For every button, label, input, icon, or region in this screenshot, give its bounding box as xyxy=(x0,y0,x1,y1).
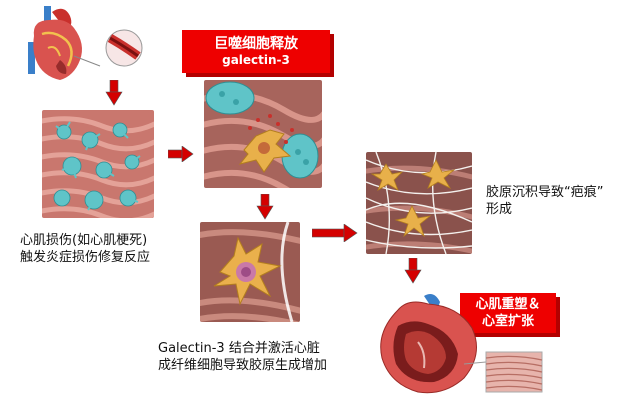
caption-injury-line2: 触发炎症损伤修复反应 xyxy=(20,250,151,265)
remodeling-line2: 心室扩张 xyxy=(481,314,534,329)
caption-galectin: Galectin-3 结合并激活心脏 成纤维细胞导致胶原生成增加 xyxy=(158,340,327,374)
macrophage-release-box: 巨噬细胞释放 galectin-3 xyxy=(182,30,330,73)
coronary-vessel xyxy=(41,31,73,67)
caption-injury-line1: 心肌损伤(如心肌梗死) xyxy=(20,233,148,248)
arrow-collagen-to-remodel xyxy=(404,257,422,288)
arrow-macrophage-to-fibroblast xyxy=(256,193,274,224)
arrow-injury-to-macrophage xyxy=(167,145,194,166)
remodeling-line1: 心肌重塑＆ xyxy=(475,297,541,312)
infarct-zone xyxy=(56,60,67,74)
panel-fibroblast-activation xyxy=(200,222,300,322)
remodeling-box: 心肌重塑＆ 心室扩张 xyxy=(460,293,556,333)
vein-left xyxy=(28,42,35,74)
heart-illustration xyxy=(22,4,110,84)
panel-tissue-injury xyxy=(42,110,154,218)
caption-galectin-line2: 成纤维细胞导致胶原生成增加 xyxy=(158,358,328,373)
myocardium-fiber-inset xyxy=(485,351,543,393)
caption-galectin-line1: Galectin-3 结合并激活心脏 xyxy=(158,341,320,356)
caption-scar-line1: 胶原沉积导致“疤痕” xyxy=(486,185,604,200)
caption-scar-line2: 形成 xyxy=(486,202,513,217)
galectin3-label: galectin-3 xyxy=(222,53,290,67)
caption-injury: 心肌损伤(如心肌梗死) 触发炎症损伤修复反应 xyxy=(20,232,150,266)
vein-top xyxy=(44,6,51,28)
arrow-fibroblast-to-collagen xyxy=(311,223,358,246)
panel-collagen-scar xyxy=(366,152,472,254)
remodeled-heart-illustration xyxy=(368,292,548,398)
artery-zoom-bubble xyxy=(104,28,144,68)
macrophage-release-title: 巨噬细胞释放 xyxy=(214,36,298,52)
caption-scar: 胶原沉积导致“疤痕” 形成 xyxy=(486,184,603,218)
arrow-heart-to-tissue xyxy=(105,79,123,110)
panel-macrophage-release xyxy=(204,80,322,188)
